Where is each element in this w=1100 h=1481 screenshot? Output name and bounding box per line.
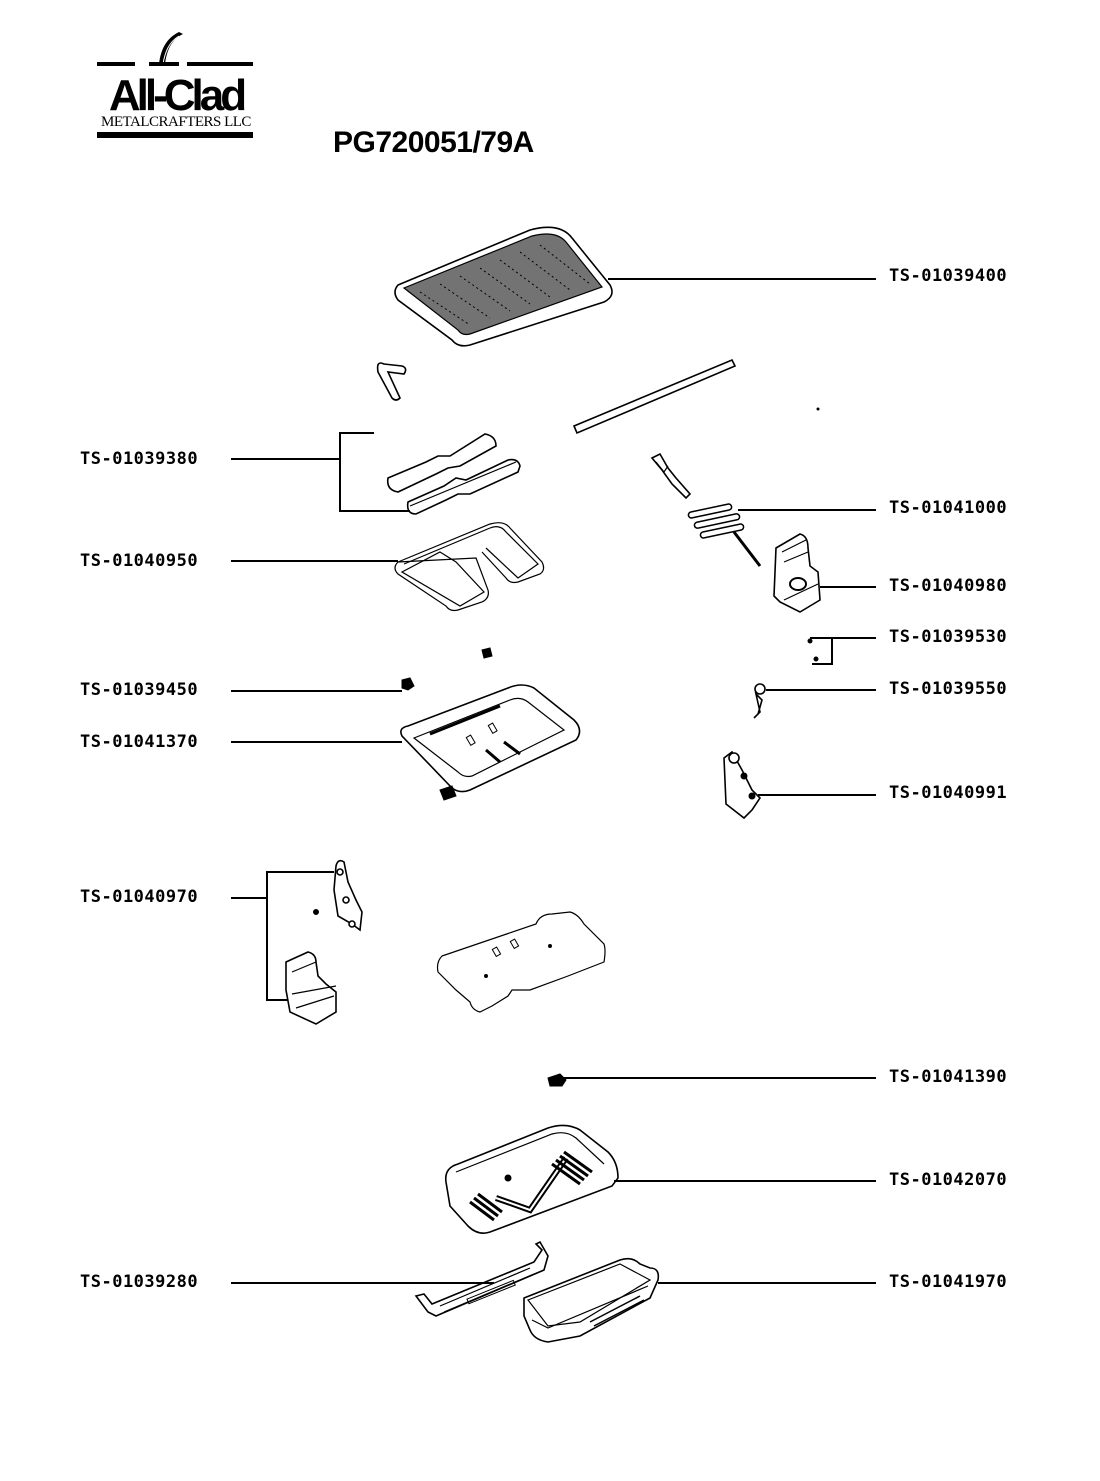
part-label-TS-01039280[interactable]: TS-01039280 bbox=[80, 1272, 199, 1292]
part-label-TS-01040980[interactable]: TS-01040980 bbox=[889, 576, 1008, 596]
leader-bracket-TS-01040970 bbox=[266, 871, 334, 1001]
stray-dot bbox=[816, 407, 820, 411]
part-label-TS-01039550[interactable]: TS-01039550 bbox=[889, 679, 1008, 699]
brand-name: All-Clad bbox=[108, 71, 247, 120]
insulation-sheet-illustration[interactable] bbox=[436, 911, 606, 1013]
spring-clip-illustration[interactable] bbox=[376, 362, 407, 401]
part-label-TS-01039400[interactable]: TS-01039400 bbox=[889, 266, 1008, 286]
part-label-TS-01040950[interactable]: TS-01040950 bbox=[80, 551, 199, 571]
grill-plate-illustration[interactable] bbox=[394, 226, 613, 347]
screws-illustration[interactable] bbox=[807, 638, 819, 662]
part-label-TS-01041370[interactable]: TS-01041370 bbox=[80, 732, 199, 752]
handle-assembly-illustration[interactable] bbox=[386, 433, 521, 515]
part-label-TS-01039450[interactable]: TS-01039450 bbox=[80, 680, 199, 700]
right-hinge-block-illustration[interactable] bbox=[773, 533, 821, 613]
power-cord-element-illustration[interactable] bbox=[650, 452, 762, 567]
leader-bracket-TS-01039530-b bbox=[812, 638, 833, 665]
small-clip-illustration[interactable] bbox=[401, 647, 493, 691]
hinge-rod-illustration[interactable] bbox=[572, 358, 737, 435]
part-label-TS-01041970[interactable]: TS-01041970 bbox=[889, 1272, 1008, 1292]
leader-bracket-TS-01039380 bbox=[339, 432, 410, 512]
part-label-TS-01042070[interactable]: TS-01042070 bbox=[889, 1170, 1008, 1190]
drip-tray-holder-illustration[interactable] bbox=[414, 1240, 549, 1317]
part-label-TS-01040991[interactable]: TS-01040991 bbox=[889, 783, 1008, 803]
part-label-TS-01041000[interactable]: TS-01041000 bbox=[889, 498, 1008, 518]
base-housing-illustration[interactable] bbox=[444, 1124, 619, 1234]
part-label-TS-01040970[interactable]: TS-01040970 bbox=[80, 887, 199, 907]
part-label-TS-01039380[interactable]: TS-01039380 bbox=[80, 449, 199, 469]
left-hinge-kit-illustration[interactable] bbox=[285, 859, 363, 1025]
brand-subtitle: METALCRAFTERS LLC bbox=[101, 114, 251, 130]
thermostat-lever-illustration[interactable] bbox=[753, 683, 766, 719]
part-label-TS-01041390[interactable]: TS-01041390 bbox=[889, 1067, 1008, 1087]
model-number: PG720051/79A bbox=[333, 126, 534, 159]
part-label-TS-01039530[interactable]: TS-01039530 bbox=[889, 627, 1008, 647]
drip-tray-illustration[interactable] bbox=[523, 1257, 660, 1343]
foot-illustration[interactable] bbox=[547, 1073, 567, 1087]
heating-element-illustration[interactable] bbox=[394, 522, 545, 612]
logo-graphic bbox=[97, 32, 253, 138]
right-hinge-bracket-illustration[interactable] bbox=[723, 750, 762, 820]
brand-logo: All-Clad METALCRAFTERS LLC bbox=[95, 30, 257, 142]
upper-housing-frame-illustration[interactable] bbox=[400, 684, 581, 801]
